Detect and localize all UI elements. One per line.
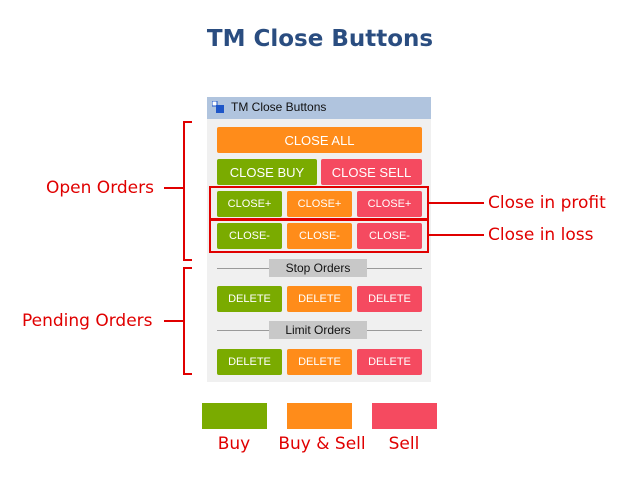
stop-orders-label: Stop Orders xyxy=(269,259,367,277)
legend-buy-swatch xyxy=(202,403,267,429)
close-in-loss-highlight xyxy=(209,219,429,253)
delete-limit-all-button[interactable]: DELETE xyxy=(287,349,352,375)
open-orders-bracket xyxy=(183,121,192,261)
delete-limit-sell-button[interactable]: DELETE xyxy=(357,349,422,375)
close-in-loss-annotation: Close in loss xyxy=(488,225,594,245)
delete-limit-buy-button[interactable]: DELETE xyxy=(217,349,282,375)
legend-sell-swatch xyxy=(372,403,437,429)
close-in-profit-annotation: Close in profit xyxy=(488,193,606,213)
legend-buy-label: Buy xyxy=(217,434,251,454)
close-profit-all-button[interactable]: CLOSE+ xyxy=(287,191,352,217)
window-icon xyxy=(212,101,224,113)
panel-header[interactable]: TM Close Buttons xyxy=(207,97,431,119)
delete-stop-all-button[interactable]: DELETE xyxy=(287,286,352,312)
pending-orders-bracket xyxy=(183,267,192,375)
close-loss-all-button[interactable]: CLOSE- xyxy=(287,223,352,249)
close-profit-sell-button[interactable]: CLOSE+ xyxy=(357,191,422,217)
close-sell-button[interactable]: CLOSE SELL xyxy=(321,159,422,185)
close-all-button[interactable]: CLOSE ALL xyxy=(217,127,422,153)
close-buy-button[interactable]: CLOSE BUY xyxy=(217,159,317,185)
limit-orders-label: Limit Orders xyxy=(269,321,367,339)
legend-sell-label: Sell xyxy=(388,434,420,454)
pending-orders-annotation: Pending Orders xyxy=(22,311,153,331)
close-in-loss-connector xyxy=(429,234,484,236)
delete-stop-sell-button[interactable]: DELETE xyxy=(357,286,422,312)
panel-title: TM Close Buttons xyxy=(231,100,327,114)
legend-buy-sell-swatch xyxy=(287,403,352,429)
tm-close-buttons-panel: TM Close Buttons CLOSE ALL CLOSE BUY CLO… xyxy=(207,97,431,382)
annotation-brackets xyxy=(164,121,192,375)
legend-buy-sell-label: Buy & Sell xyxy=(278,434,366,454)
open-orders-annotation: Open Orders xyxy=(46,178,154,198)
delete-stop-buy-button[interactable]: DELETE xyxy=(217,286,282,312)
close-loss-sell-button[interactable]: CLOSE- xyxy=(357,223,422,249)
page-title: TM Close Buttons xyxy=(206,26,434,52)
close-profit-buy-button[interactable]: CLOSE+ xyxy=(217,191,282,217)
close-loss-buy-button[interactable]: CLOSE- xyxy=(217,223,282,249)
close-in-profit-highlight xyxy=(209,186,429,220)
close-in-profit-connector xyxy=(429,202,484,204)
